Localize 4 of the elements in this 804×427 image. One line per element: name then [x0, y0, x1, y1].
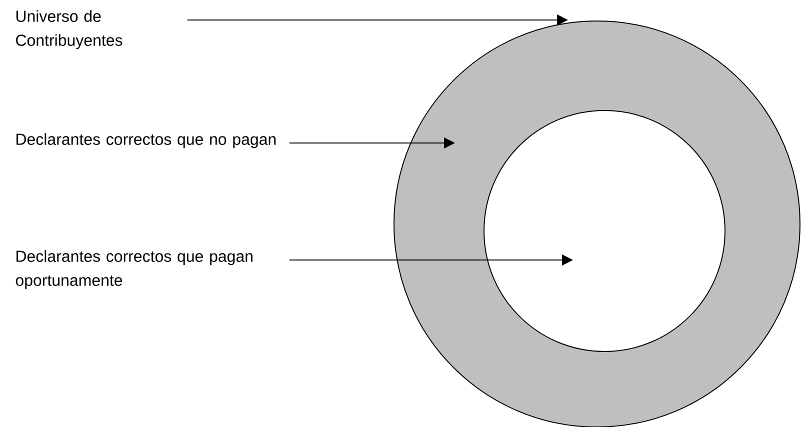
- label-text: Declarantes correctos que pagan oportunamente: [16, 250, 252, 290]
- label-text: Universo de Contribuyentes: [16, 10, 122, 50]
- label-text: Declarantes correctos que no pagan: [16, 133, 276, 148]
- ring-circle: [484, 110, 726, 352]
